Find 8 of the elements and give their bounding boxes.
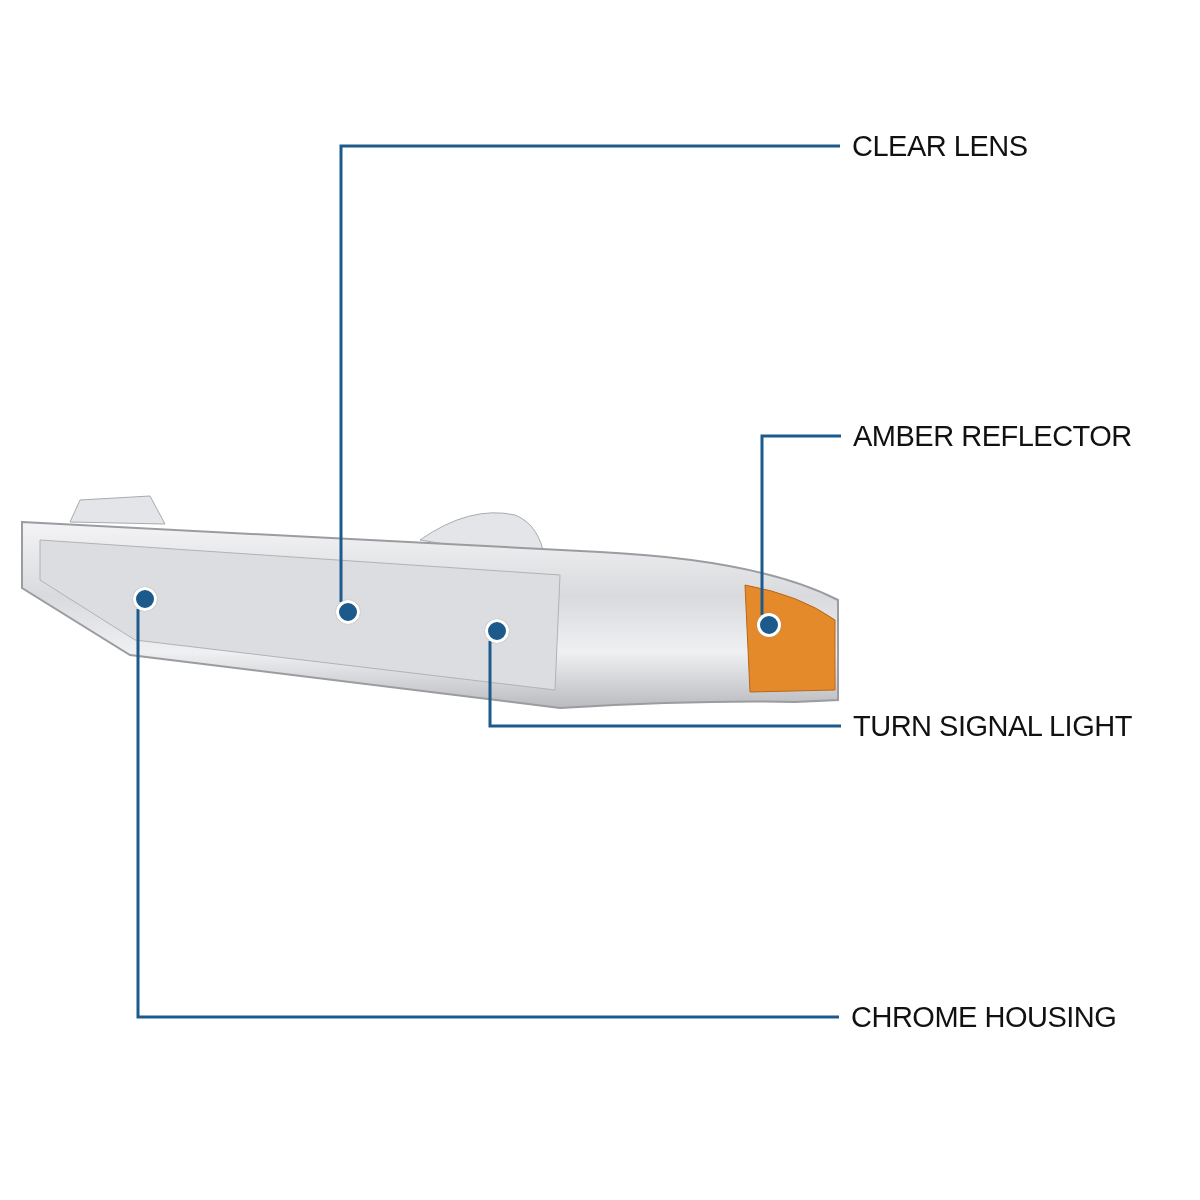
leader-line	[760, 434, 841, 615]
part-label: CHROME HOUSING	[851, 999, 1117, 1035]
part-label: TURN SIGNAL LIGHT	[853, 708, 1132, 744]
leader-line	[136, 609, 839, 1019]
leader-line	[339, 144, 840, 602]
part-label: AMBER REFLECTOR	[853, 418, 1132, 454]
part-label: CLEAR LENS	[852, 128, 1028, 164]
leader-line	[488, 641, 841, 728]
